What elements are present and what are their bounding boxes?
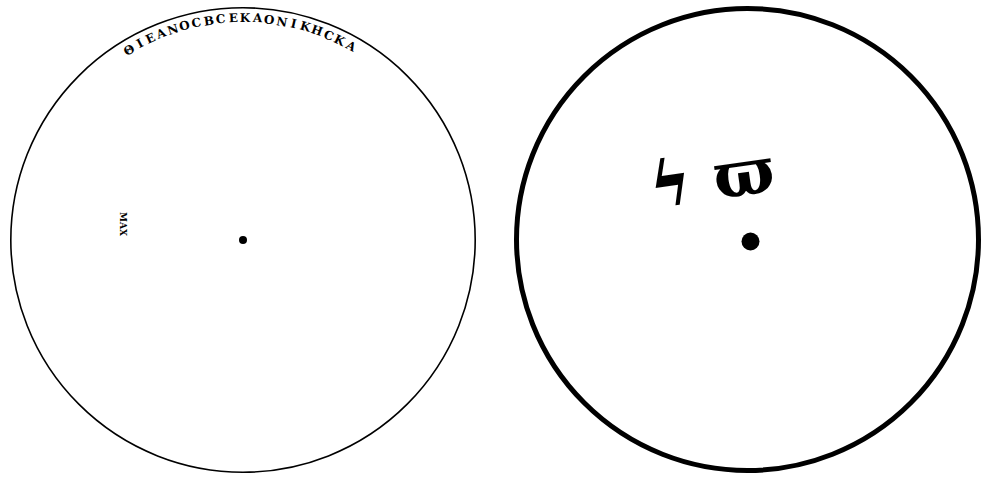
disc-rim [11,8,475,472]
inscription-letter: Ι [134,37,145,50]
inscription-letter: Β [203,14,215,27]
inscription-letter: C [215,13,226,26]
right-disc: ϟ ϖ [513,5,982,474]
left-disc: ΘΙΕΑΝΟCΒCΕΚΑΟΝΙΚΗCΚΑΜΑΧ [9,6,477,474]
inscription-letter: Θ [121,42,136,58]
center-dot [239,236,247,244]
inscription-letter: Α [252,12,262,25]
rim-inscription: ΘΙΕΑΝΟCΒCΕΚΑΟΝΙΚΗCΚΑ [9,6,477,474]
inscription-letter: Ε [228,12,238,24]
inscription-letter: Α [344,38,358,53]
disc-outline [9,6,477,474]
inscription-letter: Ο [264,13,276,26]
center-dot [742,233,760,251]
inscription-letter: Κ [240,12,251,24]
inscription-letter: Ι [290,17,298,30]
inscription-letter: Ε [144,31,157,46]
inscription-letter: Ν [275,15,288,29]
disc-rim [517,9,979,471]
inscription-letter: Ο [178,19,191,33]
glyph-mark: ϟ ϖ [645,138,778,219]
inscription-letter: C [191,16,203,30]
disc-outline [513,5,982,474]
side-mark: ΜΑΧ [118,212,127,236]
